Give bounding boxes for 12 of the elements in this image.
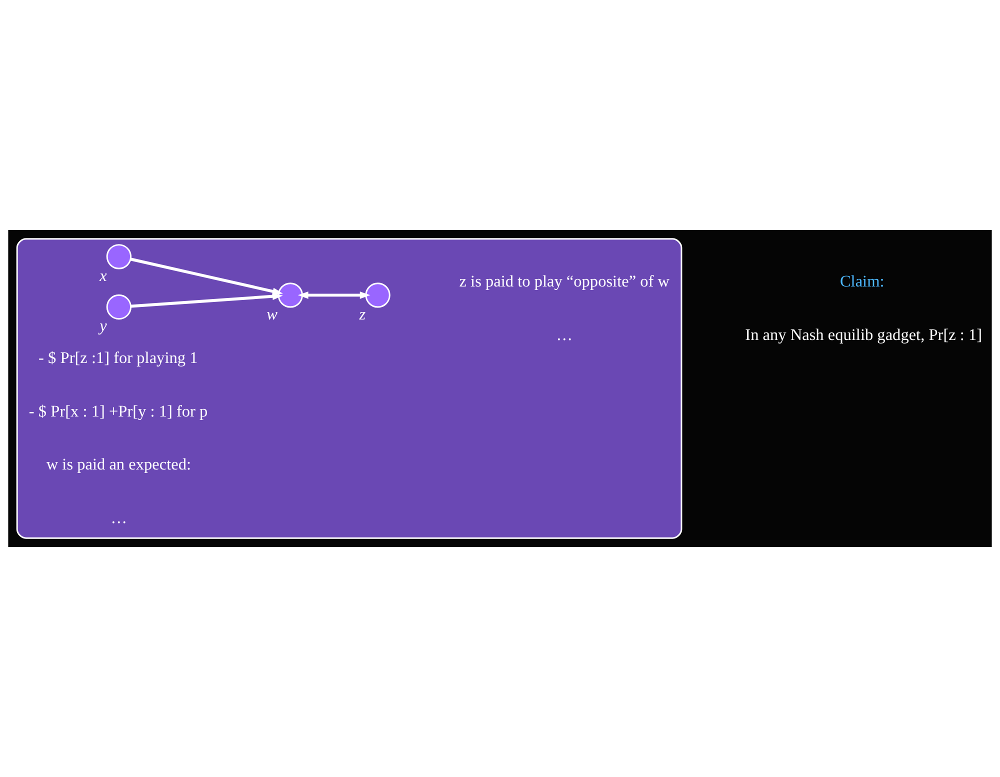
label: In any Nash equilib gadget, Pr[z : 1] bbox=[745, 325, 982, 344]
node-label: x bbox=[100, 266, 107, 285]
label: Claim: bbox=[840, 272, 884, 291]
node-label: y bbox=[100, 316, 107, 336]
node-label: z bbox=[359, 304, 366, 324]
label: w is paid an expected: bbox=[46, 454, 192, 474]
label: … bbox=[110, 508, 128, 528]
label: … bbox=[556, 325, 573, 344]
label: z is paid to play “opposite” of w bbox=[459, 272, 670, 291]
label: - $ Pr[z :1] for playing 1 bbox=[38, 348, 198, 368]
node-label: w bbox=[266, 304, 278, 324]
label: - $ Pr[x : 1] +Pr[y : 1] for p bbox=[28, 401, 208, 420]
